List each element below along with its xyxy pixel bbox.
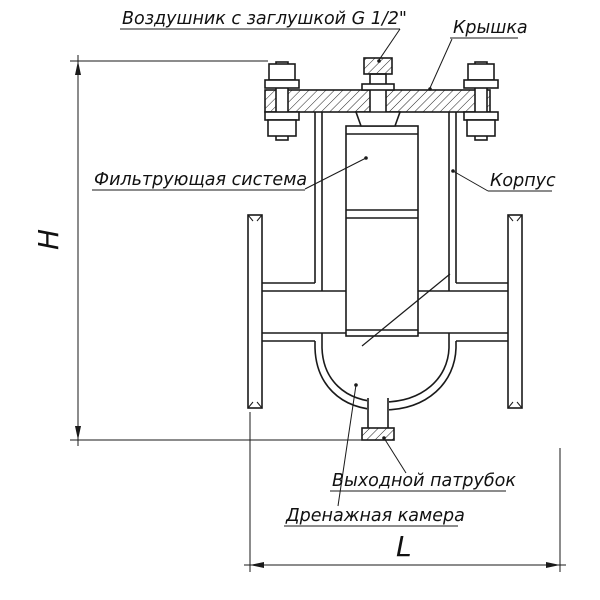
dimension-label-H: H xyxy=(32,229,65,250)
label-filter-system: Фильтрующая система xyxy=(94,170,307,190)
leader-outlet xyxy=(382,436,407,474)
dimension-lines xyxy=(70,55,566,572)
filter-cartridge xyxy=(345,125,419,337)
annotations: Воздушник с заглушкой G 1/2" Крышка Филь… xyxy=(32,9,556,563)
right-bolt xyxy=(463,61,499,141)
left-inlet-pipe xyxy=(262,282,346,342)
label-body: Корпус xyxy=(490,171,556,191)
dimension-L xyxy=(244,412,566,572)
right-pipe-flange xyxy=(507,214,523,409)
tee-internal-edge xyxy=(361,273,451,347)
drain-nozzle xyxy=(361,396,395,441)
dimension-H xyxy=(70,55,364,446)
air-vent xyxy=(354,57,402,127)
label-outlet: Выходной патрубок xyxy=(332,471,516,491)
leader-air-vent xyxy=(377,28,401,63)
dimension-label-L: L xyxy=(396,530,412,563)
leader-cover xyxy=(428,38,453,91)
vessel-geometry xyxy=(247,57,523,441)
leader-drain-chamber xyxy=(337,383,358,507)
leader-filter-system xyxy=(304,156,368,190)
leader-body xyxy=(451,169,489,192)
vessel-body-walls xyxy=(314,112,457,348)
left-pipe-flange xyxy=(247,214,263,409)
label-air-vent: Воздушник с заглушкой G 1/2" xyxy=(122,9,407,29)
left-bolt xyxy=(264,61,300,141)
label-drain-chamber: Дренажная камера xyxy=(285,506,465,526)
right-outlet-pipe xyxy=(418,282,508,342)
label-underlines xyxy=(92,28,552,527)
leader-lines xyxy=(304,28,489,507)
label-cover: Крышка xyxy=(453,18,528,38)
